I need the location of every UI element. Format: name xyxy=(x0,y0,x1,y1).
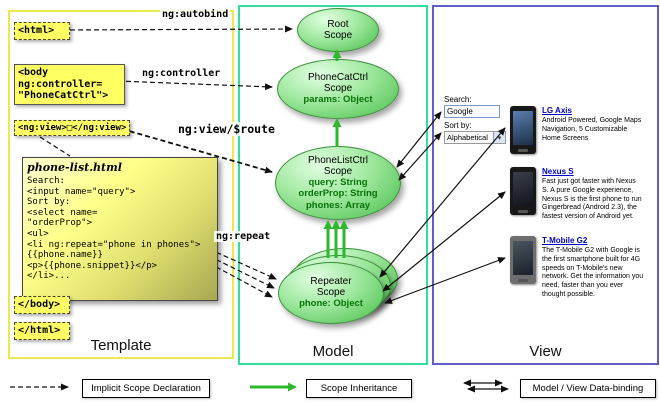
phonelistctrl-scope-prop-phones: phones: Array xyxy=(305,199,371,211)
phone-link-tmobile-g2[interactable]: T-Mobile G2 xyxy=(542,236,588,245)
ng-view-tag: <ng:view>□</ng:view> xyxy=(14,120,130,137)
sort-select[interactable]: Alphabetical ▾ xyxy=(444,131,506,144)
phone-button xyxy=(518,279,528,282)
template-panel-label: Template xyxy=(90,337,152,354)
phone-button xyxy=(518,210,528,213)
sort-select-value: Alphabetical xyxy=(447,133,488,142)
phone-text: T-Mobile G2 The T-Mobile G2 with Google … xyxy=(542,236,644,300)
phone-list-template: phone-list.html Search: <input name="que… xyxy=(22,157,218,301)
chevron-down-icon: ▾ xyxy=(493,132,505,143)
html-open-tag: <html> xyxy=(14,22,70,40)
model-panel-label: Model xyxy=(312,343,354,360)
ng-repeat-label: ng:repeat xyxy=(214,231,273,242)
phone-screen xyxy=(513,172,533,206)
repeater-scope-prop: phone: Object xyxy=(299,298,363,310)
phonecatctrl-scope: PhoneCatCtrl Scope params: Object xyxy=(277,59,399,119)
green-arrow-sample xyxy=(250,382,297,392)
ng-view-route-label: ng:view/$route xyxy=(176,122,277,136)
legend-model-view-data-binding: Model / View Data-binding xyxy=(520,379,656,398)
search-input[interactable] xyxy=(444,105,500,118)
phonecatctrl-scope-prop: params: Object xyxy=(303,94,373,106)
view-panel-label: View xyxy=(529,343,562,360)
phone-entry-lg-axis: LG Axis Android Powered, Google Maps Nav… xyxy=(510,106,650,154)
phonelistctrl-scope-prop-orderprop: orderProp: String xyxy=(298,188,378,200)
repeater-scope-name: Repeater Scope xyxy=(310,276,352,299)
phone-list-title: phone-list.html xyxy=(27,161,122,174)
phone-screen xyxy=(513,241,533,275)
ng-autobind-label: ng:autobind xyxy=(160,9,231,20)
legend-scope-inheritance: Scope Inheritance xyxy=(306,379,412,398)
root-scope: Root Scope xyxy=(297,8,379,52)
phone-link-lg-axis[interactable]: LG Axis xyxy=(542,106,572,115)
body-open-tag: <body ng:controller= "PhoneCatCtrl"> xyxy=(14,64,125,105)
root-scope-name: Root Scope xyxy=(323,19,353,41)
phone-link-nexus-s[interactable]: Nexus S xyxy=(542,167,574,176)
phone-entry-nexus-s: Nexus S Fast just got faster with Nexus … xyxy=(510,167,650,222)
body-close-tag: </body> xyxy=(14,296,70,314)
sort-label: Sort by: xyxy=(444,121,472,130)
phone-entry-tmobile-g2: T-Mobile G2 The T-Mobile G2 with Google … xyxy=(510,236,650,300)
html-close-tag: </html> xyxy=(14,322,70,340)
phonelistctrl-scope-name: PhoneListCtrl Scope xyxy=(307,155,369,178)
phone-button xyxy=(518,149,528,152)
phone-screen xyxy=(513,111,533,145)
phone-image-lg-axis xyxy=(510,106,536,154)
phone-text: LG Axis Android Powered, Google Maps Nav… xyxy=(542,106,644,154)
phone-image-tmobile-g2 xyxy=(510,236,536,284)
phone-desc-lg-axis: Android Powered, Google Maps Navigation,… xyxy=(542,117,642,142)
phonecatctrl-scope-name: PhoneCatCtrl Scope xyxy=(307,72,369,95)
search-label: Search: xyxy=(444,95,472,104)
phone-desc-nexus-s: Fast just got faster with Nexus S. A pur… xyxy=(542,178,642,220)
legend-implicit-scope-declaration: Implicit Scope Declaration xyxy=(82,379,210,398)
phone-list-code: Search: <input name="query"> Sort by: <s… xyxy=(27,176,201,282)
double-arrow-sample xyxy=(463,379,509,393)
repeater-scope: Repeater Scope phone: Object xyxy=(278,262,384,324)
phone-desc-tmobile-g2: The T-Mobile G2 with Google is the first… xyxy=(542,247,644,298)
dashed-arrow-sample xyxy=(10,383,69,391)
phone-image-nexus-s xyxy=(510,167,536,215)
phonelistctrl-scope-prop-query: query: String xyxy=(308,177,368,189)
phone-text: Nexus S Fast just got faster with Nexus … xyxy=(542,167,644,222)
ng-controller-label: ng:controller xyxy=(140,68,223,79)
phonelistctrl-scope: PhoneListCtrl Scope query: String orderP… xyxy=(275,146,401,220)
